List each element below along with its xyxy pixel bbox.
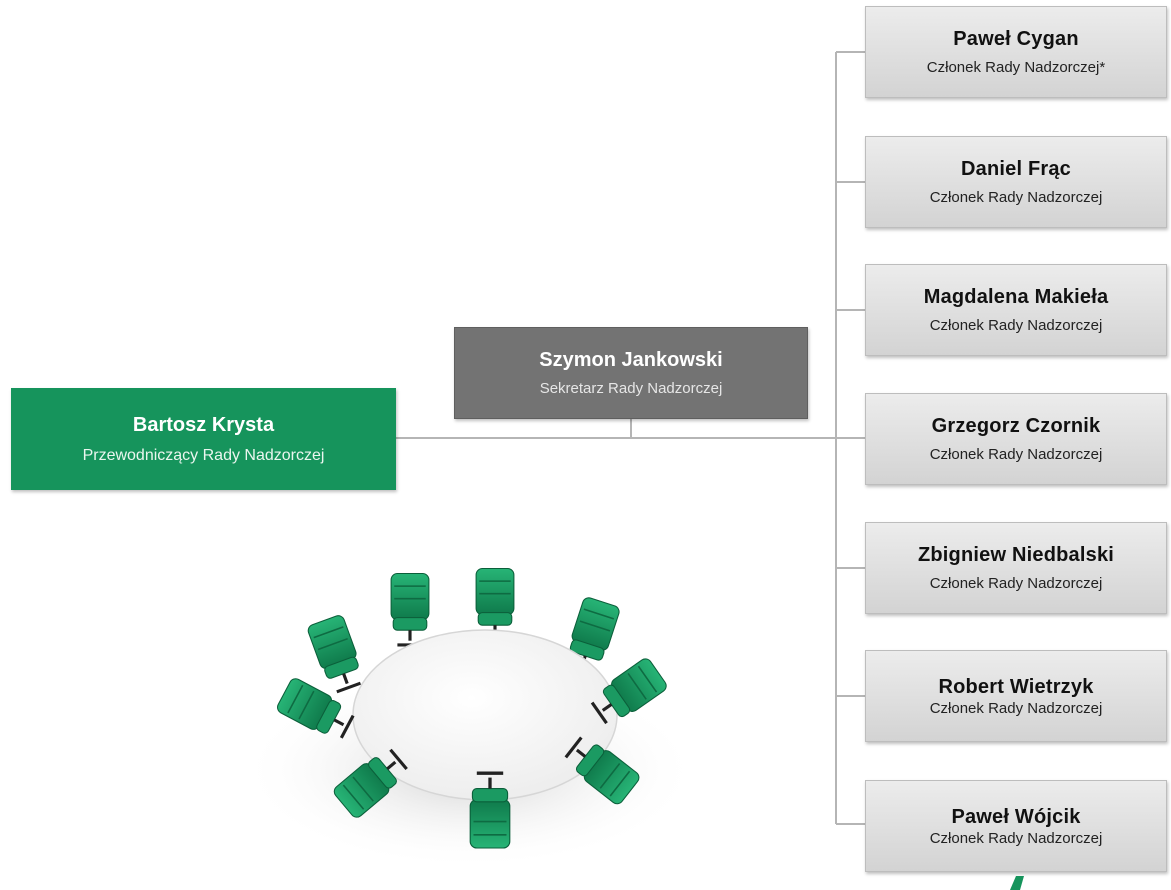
member-role: Członek Rady Nadzorczej — [929, 699, 1103, 717]
member-role: Członek Rady Nadzorczej — [929, 829, 1103, 847]
member-box: Grzegorz Czornik Członek Rady Nadzorczej — [865, 393, 1167, 485]
chairman-box: Bartosz Krysta Przewodniczący Rady Nadzo… — [11, 388, 396, 490]
member-role: Członek Rady Nadzorczej — [929, 446, 1103, 463]
member-box: Magdalena Makieła Członek Rady Nadzorcze… — [865, 264, 1167, 356]
member-role: Członek Rady Nadzorczej* — [926, 59, 1106, 76]
member-box: Zbigniew Niedbalski Członek Rady Nadzorc… — [865, 522, 1167, 614]
member-role: Członek Rady Nadzorczej — [929, 189, 1103, 206]
chairman-name: Bartosz Krysta — [132, 413, 275, 436]
member-name: Robert Wietrzyk — [938, 675, 1094, 698]
chairman-role: Przewodniczący Rady Nadzorczej — [82, 446, 325, 464]
member-name: Zbigniew Niedbalski — [917, 544, 1115, 566]
member-box: Paweł Wójcik Członek Rady Nadzorczej — [865, 780, 1167, 872]
member-box: Daniel Frąc Członek Rady Nadzorczej — [865, 136, 1167, 228]
member-role: Członek Rady Nadzorczej — [929, 575, 1103, 592]
secretary-name: Szymon Jankowski — [539, 349, 723, 371]
member-name: Magdalena Makieła — [923, 286, 1109, 308]
member-role: Członek Rady Nadzorczej — [929, 317, 1103, 334]
member-name: Daniel Frąc — [960, 158, 1072, 180]
member-box: Paweł Cygan Członek Rady Nadzorczej* — [865, 6, 1167, 98]
member-name: Paweł Wójcik — [951, 805, 1081, 828]
secretary-box: Szymon Jankowski Sekretarz Rady Nadzorcz… — [454, 327, 808, 419]
member-name: Paweł Cygan — [953, 28, 1079, 50]
member-name: Grzegorz Czornik — [931, 415, 1101, 437]
member-box: Robert Wietrzyk Członek Rady Nadzorczej — [865, 650, 1167, 742]
secretary-role: Sekretarz Rady Nadzorczej — [539, 380, 723, 397]
